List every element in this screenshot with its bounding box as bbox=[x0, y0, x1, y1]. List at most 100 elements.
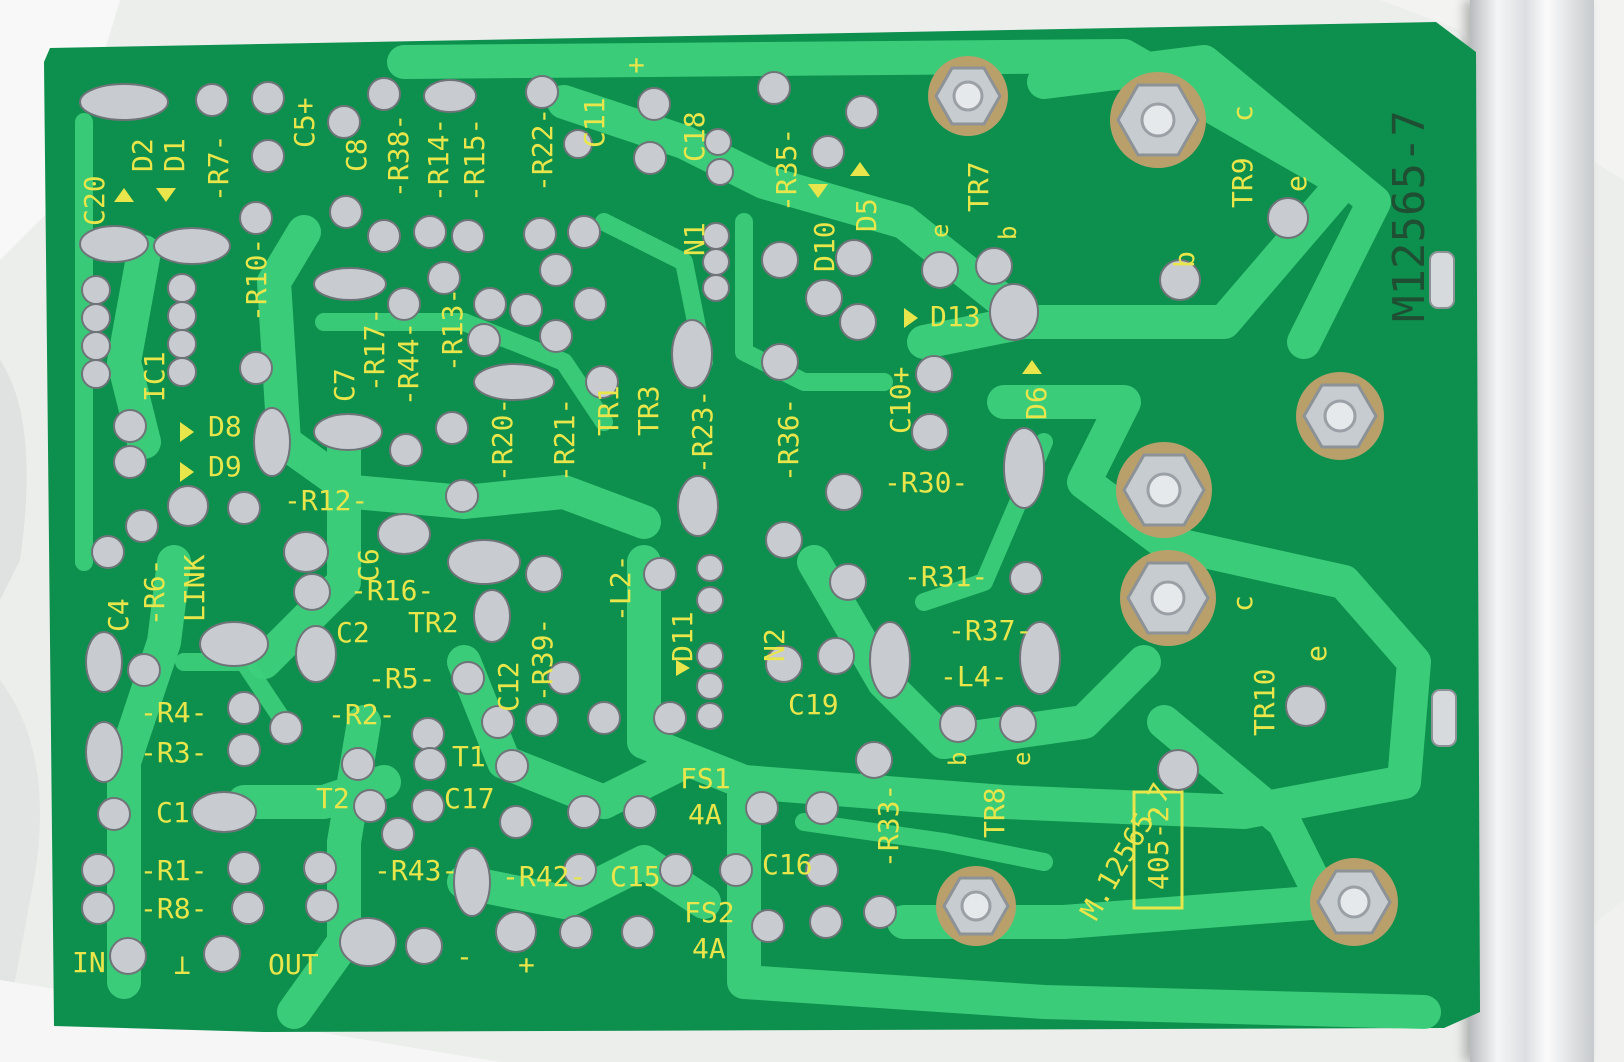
solder-joints bbox=[79, 71, 1327, 975]
mounting-nuts bbox=[928, 56, 1398, 946]
label-c20: C20 bbox=[78, 175, 111, 226]
label-d6: D6 bbox=[1020, 386, 1053, 420]
label-r22: -R22- bbox=[526, 108, 559, 192]
label-gnd: ⊥ bbox=[174, 948, 191, 981]
label-r37: -R37- bbox=[948, 614, 1032, 647]
label-l4: -L4- bbox=[940, 660, 1007, 693]
label-c19: C19 bbox=[788, 688, 839, 721]
label-r14: -R14- bbox=[422, 118, 455, 202]
side-screws bbox=[1429, 251, 1457, 747]
label-tr2: TR2 bbox=[408, 606, 459, 639]
label-t1: T1 bbox=[452, 740, 486, 773]
label-r30: -R30- bbox=[884, 466, 968, 499]
label-c7: C7 bbox=[328, 368, 361, 402]
label-d5: D5 bbox=[850, 198, 883, 232]
label-d9: D9 bbox=[208, 450, 242, 483]
label-fs1-amps: 4A bbox=[688, 798, 722, 831]
label-r44: -R44- bbox=[392, 322, 425, 406]
label-tr1: TR1 bbox=[592, 385, 625, 436]
label-tr8: TR8 bbox=[978, 787, 1011, 838]
label-d13: D13 bbox=[930, 300, 981, 333]
label-r16: -R16- bbox=[350, 574, 434, 607]
label-tr10-e: e bbox=[1300, 645, 1333, 662]
label-c10: C10+ bbox=[884, 367, 917, 434]
label-c5: C5+ bbox=[288, 97, 321, 148]
label-l2: -L2- bbox=[604, 555, 637, 622]
pcb-substrate bbox=[44, 22, 1480, 1032]
label-r2: -R2- bbox=[328, 698, 395, 731]
label-c16: C16 bbox=[762, 848, 813, 881]
label-d2: D2 bbox=[126, 138, 159, 172]
label-r20: -R20- bbox=[486, 398, 519, 482]
label-d8: D8 bbox=[208, 410, 242, 443]
label-c2: C2 bbox=[336, 616, 370, 649]
label-c18: C18 bbox=[678, 111, 711, 162]
label-in: IN bbox=[72, 946, 106, 979]
label-r1: -R1- bbox=[140, 854, 207, 887]
label-tr10: TR10 bbox=[1248, 669, 1281, 736]
label-n1: N1 bbox=[678, 222, 711, 256]
label-r5: -R5- bbox=[368, 662, 435, 695]
label-c1: C1 bbox=[156, 796, 190, 829]
label-plus2: + bbox=[518, 948, 535, 981]
label-r6: -R6- bbox=[138, 559, 171, 626]
label-tr10-c: c bbox=[1226, 595, 1259, 612]
label-fs1: FS1 bbox=[680, 762, 731, 795]
pcb-board: C20 D2 D1 -R7- C5+ C8 -R38- -R14- -R15- … bbox=[44, 22, 1480, 1032]
label-r4: -R4- bbox=[140, 696, 207, 729]
label-r10: -R10- bbox=[240, 238, 273, 322]
label-n2: N2 bbox=[758, 628, 791, 662]
label-r38: -R38- bbox=[382, 114, 415, 198]
label-c11: C11 bbox=[578, 97, 611, 148]
label-r35: -R35- bbox=[770, 128, 803, 212]
label-r39: -R39- bbox=[526, 618, 559, 702]
label-tr3: TR3 bbox=[632, 385, 665, 436]
label-c4: C4 bbox=[102, 598, 135, 632]
diode-markers bbox=[114, 162, 1042, 676]
label-plus1: + bbox=[628, 48, 645, 81]
silkscreen-labels: C20 D2 D1 -R7- C5+ C8 -R38- -R14- -R15- … bbox=[72, 48, 1435, 981]
label-e1: e bbox=[926, 224, 954, 238]
label-r23: -R23- bbox=[686, 390, 719, 474]
label-tr9-b: b bbox=[1168, 251, 1201, 268]
label-r31: -R31- bbox=[904, 560, 988, 593]
label-r3: -R3- bbox=[140, 736, 207, 769]
label-outline-box bbox=[1132, 790, 1184, 910]
label-t2: T2 bbox=[316, 782, 350, 815]
label-r43: -R43- bbox=[374, 854, 458, 887]
label-tr9-c: c bbox=[1226, 105, 1259, 122]
label-d1: D1 bbox=[158, 138, 191, 172]
label-c6: C6 bbox=[352, 548, 385, 582]
label-fs2-amps: 4A bbox=[692, 932, 726, 965]
label-fs2: FS2 bbox=[684, 896, 735, 929]
label-tr9: TR9 bbox=[1226, 157, 1259, 208]
label-r12: -R12- bbox=[284, 484, 368, 517]
label-tr8-b: b bbox=[944, 752, 972, 766]
label-tr7: TR7 bbox=[962, 161, 995, 212]
inner-box-label: 405-2 bbox=[1142, 806, 1175, 890]
label-r21: -R21- bbox=[548, 398, 581, 482]
label-r42: -R42- bbox=[502, 860, 586, 893]
label-b1: b bbox=[994, 226, 1022, 240]
label-out: OUT bbox=[268, 948, 319, 981]
label-r15: -R15- bbox=[458, 118, 491, 202]
label-tr9-e: e bbox=[1280, 175, 1313, 192]
label-r8: -R8- bbox=[140, 892, 207, 925]
label-c15: C15 bbox=[610, 860, 661, 893]
label-r33: -R33- bbox=[872, 784, 905, 868]
label-c17: C17 bbox=[444, 782, 495, 815]
label-minus: - bbox=[456, 940, 473, 973]
label-c8: C8 bbox=[340, 138, 373, 172]
label-r7: -R7- bbox=[202, 135, 235, 202]
board-part-number: M12565-7 bbox=[1384, 110, 1435, 322]
label-tr8-e: e bbox=[1008, 752, 1036, 766]
label-c12: C12 bbox=[492, 661, 525, 712]
label-r13: -R13- bbox=[436, 288, 469, 372]
label-d11: D11 bbox=[666, 611, 699, 662]
label-r36: -R36- bbox=[772, 398, 805, 482]
label-link: LINK bbox=[178, 554, 211, 622]
label-ic1: IC1 bbox=[138, 351, 171, 402]
label-r17: -R17- bbox=[358, 308, 391, 392]
label-d10: D10 bbox=[808, 221, 841, 272]
